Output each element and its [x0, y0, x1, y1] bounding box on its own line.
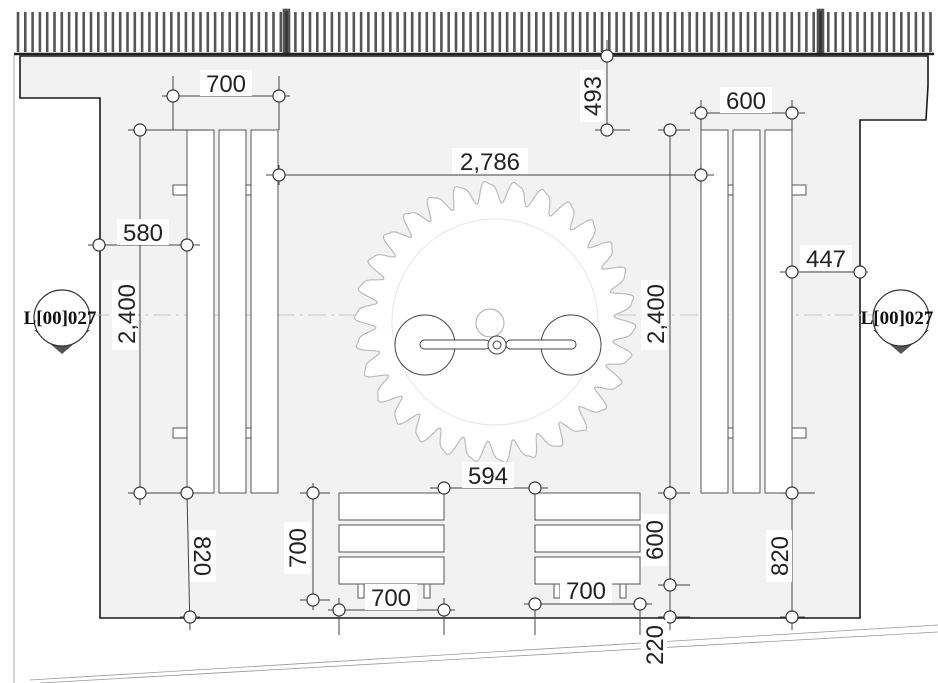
dimension-labels: 700 493 600 580 2,400 2,786 2,400 447 82…: [112, 70, 852, 670]
right-bench: [700, 129, 807, 494]
central-table: [394, 308, 602, 376]
dim-left-height: 2,400: [114, 284, 141, 344]
dim-bottom-right: 220: [642, 625, 669, 665]
dim-right-bottom: 820: [767, 536, 794, 576]
exterior-line-bottom-2: [39, 631, 938, 683]
carpet-inner-ring: [391, 218, 599, 426]
dim-seat-left-height: 700: [285, 528, 312, 568]
dim-top-gap: 493: [580, 76, 607, 116]
left-bench: [172, 129, 279, 494]
dim-left-bench-width: 700: [206, 71, 246, 98]
section-tag-left: L[00]027: [24, 308, 97, 329]
dim-seat-gap: 594: [468, 463, 508, 490]
dim-left-offset: 580: [123, 220, 163, 247]
section-marker-left: L[00]027: [24, 289, 97, 354]
dim-seat-left-width: 700: [371, 585, 411, 612]
dim-seat-right-width: 700: [566, 578, 606, 605]
section-marker-right: L[00]027: [861, 289, 934, 354]
dim-right-offset: 447: [806, 246, 846, 273]
section-tag-right: L[00]027: [861, 308, 934, 329]
dim-left-bottom: 820: [188, 536, 215, 576]
dim-right-height: 2,400: [643, 284, 670, 344]
dim-right-bench-width: 600: [726, 88, 766, 115]
bottom-left-seat: [338, 492, 445, 599]
top-railing: [14, 8, 934, 56]
dim-center-span: 2,786: [460, 149, 520, 176]
dimension-knobs: [92, 49, 867, 624]
exterior-line-bottom: [29, 624, 938, 681]
dim-seat-right-height: 600: [642, 520, 669, 560]
